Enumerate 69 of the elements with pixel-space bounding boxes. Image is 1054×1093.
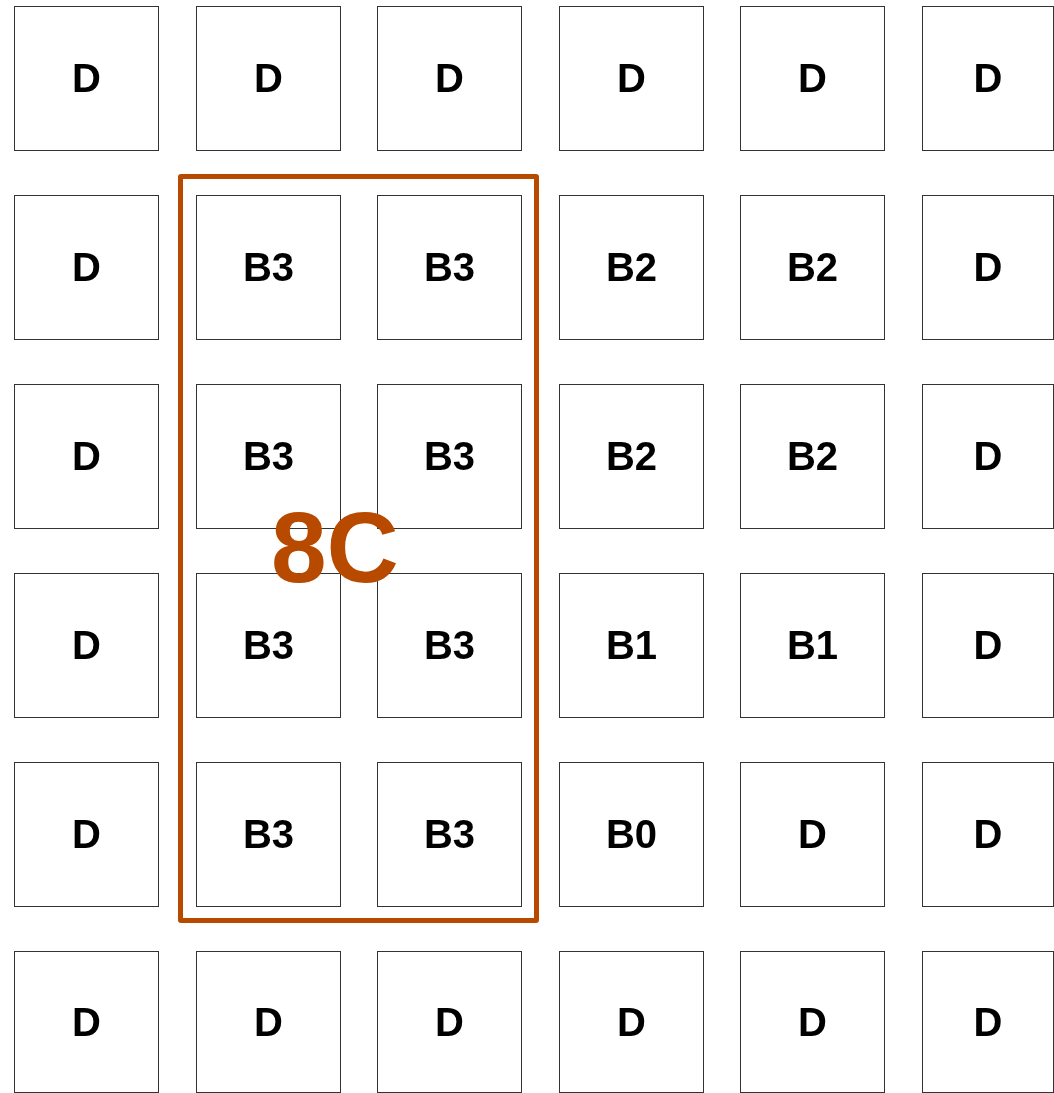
cell-label: D bbox=[254, 999, 283, 1045]
cell-label: D bbox=[72, 245, 101, 290]
cell-label: B3 bbox=[423, 245, 476, 290]
grid-cell bbox=[196, 762, 341, 907]
grid-cell bbox=[559, 951, 704, 1093]
cell-label: D bbox=[798, 999, 827, 1045]
grid-cell bbox=[922, 573, 1054, 718]
cell-label: B1 bbox=[605, 623, 658, 668]
cell-label: D bbox=[973, 245, 1003, 290]
grid-cell bbox=[922, 6, 1054, 151]
grid-cell bbox=[196, 6, 341, 151]
cell-label: B3 bbox=[423, 623, 476, 668]
grid-cell bbox=[14, 6, 159, 151]
cell-label: D bbox=[973, 56, 1003, 101]
group-outline bbox=[178, 174, 539, 923]
grid-cell bbox=[740, 951, 885, 1093]
grid-cell bbox=[922, 762, 1054, 907]
grid-cell bbox=[14, 195, 159, 340]
grid-cell bbox=[377, 6, 522, 151]
grid-cell bbox=[377, 762, 522, 907]
grid-cell bbox=[377, 195, 522, 340]
cell-label: D bbox=[617, 56, 646, 101]
grid-cell bbox=[922, 195, 1054, 340]
cell-label: D bbox=[973, 434, 1003, 479]
cell-label: D bbox=[798, 56, 827, 101]
grid-cell bbox=[740, 384, 885, 529]
grid-cell bbox=[559, 384, 704, 529]
grid-cell bbox=[922, 384, 1054, 529]
cell-label: B2 bbox=[786, 245, 839, 290]
grid-cell bbox=[196, 195, 341, 340]
cell-label: B3 bbox=[242, 812, 295, 857]
cell-label: D bbox=[72, 434, 101, 479]
grid-cell bbox=[559, 573, 704, 718]
grid-cell bbox=[740, 762, 885, 907]
cell-label: B3 bbox=[242, 245, 295, 290]
grid-cell bbox=[559, 762, 704, 907]
cell-label: D bbox=[435, 56, 464, 101]
cell-label: B2 bbox=[605, 245, 658, 290]
cell-label: D bbox=[798, 812, 827, 857]
grid-cell bbox=[740, 195, 885, 340]
cell-label: B1 bbox=[786, 623, 839, 668]
cell-label: D bbox=[973, 623, 1003, 668]
cell-label: D bbox=[973, 999, 1003, 1045]
grid-cell bbox=[377, 951, 522, 1093]
cell-label: B2 bbox=[605, 434, 658, 479]
cell-label: B3 bbox=[242, 623, 295, 668]
cell-label: D bbox=[617, 999, 646, 1045]
cell-label: B3 bbox=[423, 812, 476, 857]
cell-label: B0 bbox=[605, 812, 658, 857]
grid-cell bbox=[740, 6, 885, 151]
cell-label: B2 bbox=[786, 434, 839, 479]
grid-cell bbox=[196, 951, 341, 1093]
cell-label: D bbox=[72, 999, 101, 1045]
cell-label: D bbox=[254, 56, 283, 101]
cell-label: D bbox=[72, 56, 101, 101]
cell-label: D bbox=[435, 999, 464, 1045]
cell-label: D bbox=[72, 812, 101, 857]
cell-label: D bbox=[973, 812, 1003, 857]
grid-cell bbox=[740, 573, 885, 718]
grid-cell bbox=[559, 6, 704, 151]
grid-cell bbox=[14, 384, 159, 529]
grid-cell bbox=[14, 762, 159, 907]
grid-cell bbox=[922, 951, 1054, 1093]
grid-cell bbox=[559, 195, 704, 340]
cell-label: B3 bbox=[423, 434, 476, 479]
grid-cell bbox=[14, 573, 159, 718]
cell-label: B3 bbox=[242, 434, 295, 479]
grid-cell bbox=[14, 951, 159, 1093]
cell-label: D bbox=[72, 623, 101, 668]
